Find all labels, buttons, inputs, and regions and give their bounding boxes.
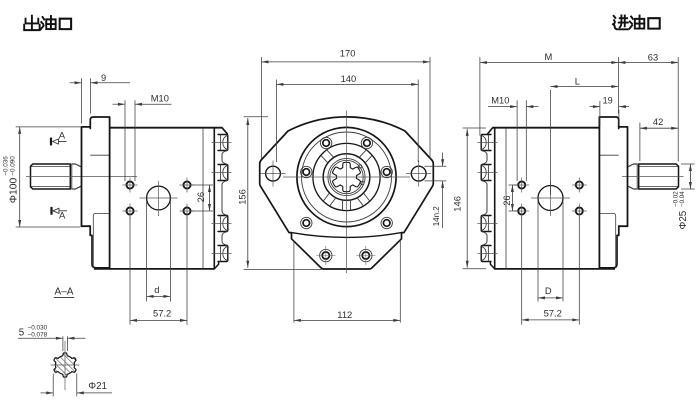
svg-text:146: 146 xyxy=(451,196,462,212)
svg-text:112: 112 xyxy=(337,309,352,320)
svg-text:42: 42 xyxy=(653,116,663,127)
svg-text:A: A xyxy=(59,131,66,142)
svg-text:−0.036: −0.036 xyxy=(3,156,10,176)
svg-text:170: 170 xyxy=(340,47,356,58)
svg-text:9: 9 xyxy=(101,73,106,83)
svg-text:A–A: A–A xyxy=(55,286,74,297)
svg-text:Φ25: Φ25 xyxy=(678,210,689,229)
svg-text:−0.090: −0.090 xyxy=(9,156,16,176)
svg-text:Φ21: Φ21 xyxy=(88,381,107,392)
svg-text:−0.02: −0.02 xyxy=(672,191,679,207)
svg-text:156: 156 xyxy=(236,189,247,205)
svg-text:5: 5 xyxy=(19,327,25,338)
svg-text:−0.078: −0.078 xyxy=(28,332,48,339)
svg-text:L: L xyxy=(575,76,580,87)
svg-text:26: 26 xyxy=(501,195,512,205)
svg-text:D: D xyxy=(545,285,552,296)
svg-text:A: A xyxy=(59,211,66,222)
svg-text:57.2: 57.2 xyxy=(153,307,171,318)
svg-text:M10: M10 xyxy=(491,95,509,105)
svg-text:M10: M10 xyxy=(151,93,169,103)
svg-text:19: 19 xyxy=(603,96,613,106)
svg-text:−0.04: −0.04 xyxy=(679,191,686,207)
svg-text:M: M xyxy=(545,51,553,62)
svg-text:63: 63 xyxy=(648,51,658,62)
svg-text:57.2: 57.2 xyxy=(544,308,562,319)
svg-text:26: 26 xyxy=(195,192,206,202)
svg-text:−0.030: −0.030 xyxy=(28,325,48,332)
svg-text:140: 140 xyxy=(341,73,357,84)
svg-text:d: d xyxy=(154,284,159,295)
svg-text:14n.2: 14n.2 xyxy=(432,206,441,227)
svg-text:Φ100: Φ100 xyxy=(9,178,20,204)
